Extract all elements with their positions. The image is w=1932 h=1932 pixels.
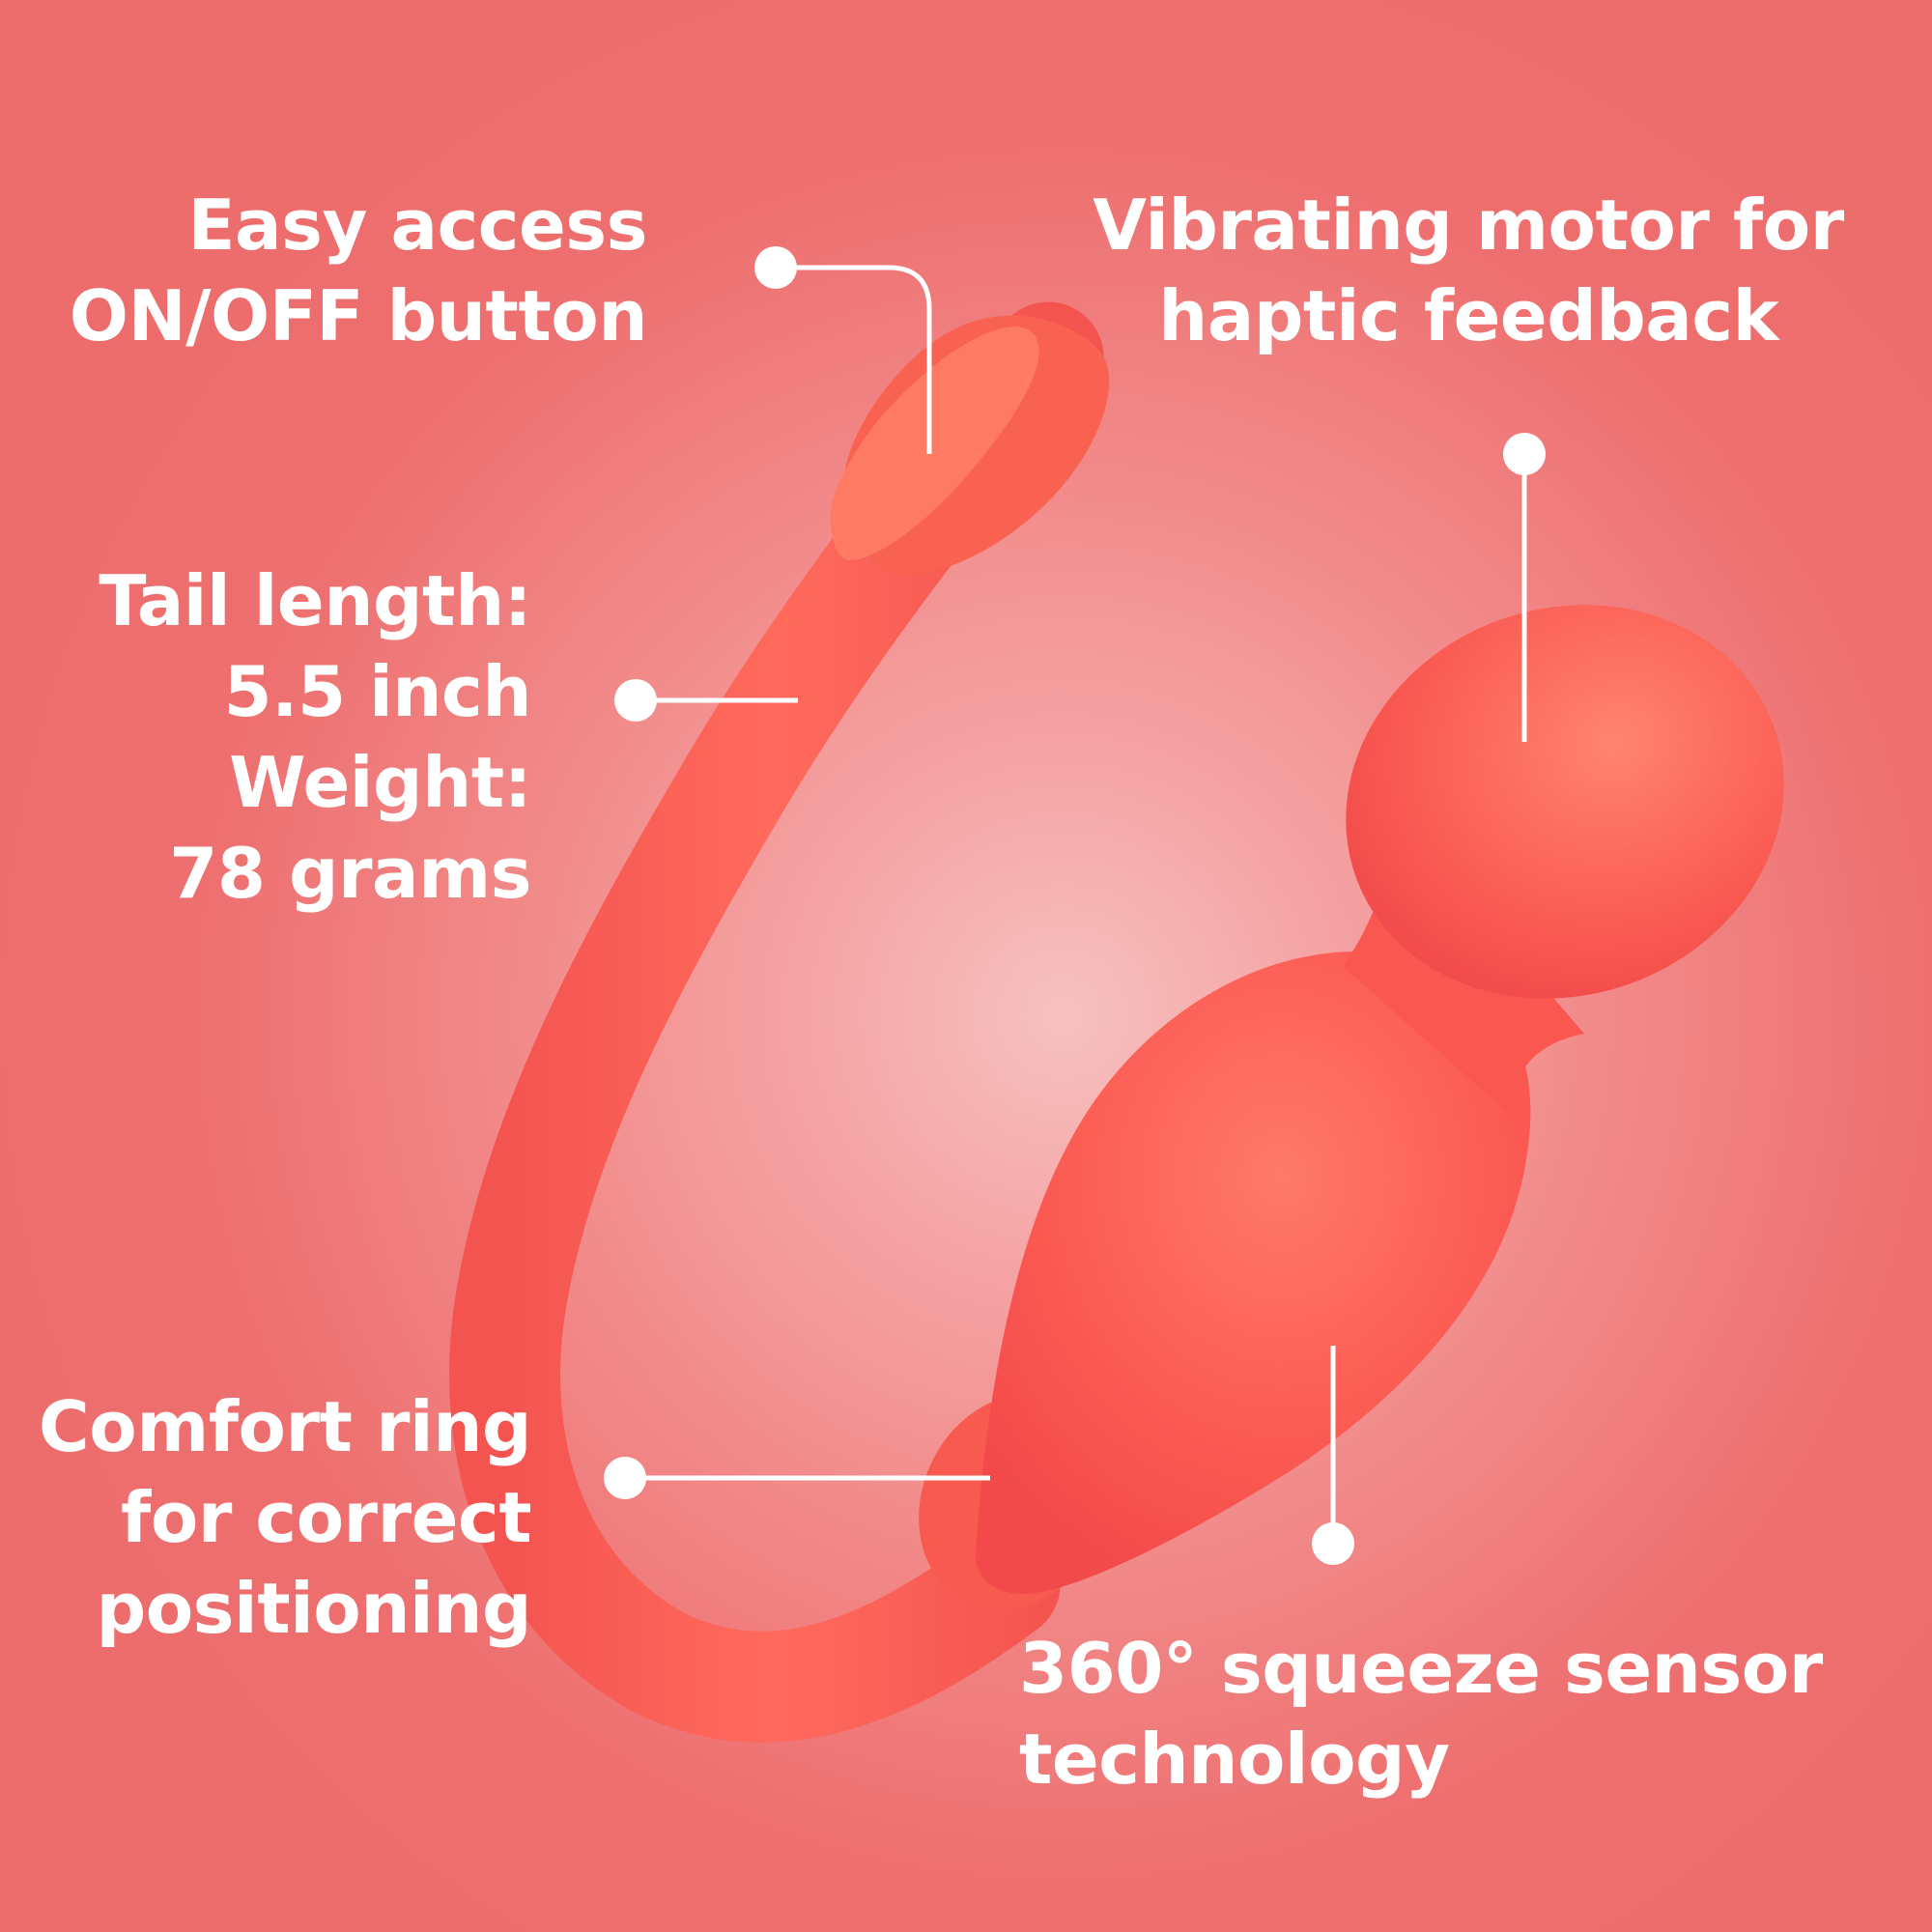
callout-button-line-1: Easy access — [187, 185, 647, 266]
callout-sensor-line-2: technology — [1019, 1719, 1450, 1800]
callout-tail-pointer — [614, 679, 798, 722]
callout-button-label: Easy access ON/OFF button — [69, 180, 648, 361]
callout-ring-line-2: for correct — [121, 1477, 531, 1558]
callout-sensor-line-1: 360° squeeze sensor — [1019, 1628, 1823, 1709]
callout-ring-line-3: positioning — [96, 1568, 532, 1649]
callout-button-line-2: ON/OFF button — [69, 275, 648, 356]
power-button — [830, 327, 1039, 560]
product-body — [976, 952, 1531, 1594]
product-tail — [449, 301, 1104, 1743]
callout-button-pointer — [754, 246, 932, 454]
callout-ring-line-1: Comfort ring — [38, 1386, 532, 1467]
callout-tail-label: Tail length: 5.5 inch Weight: 78 grams — [99, 555, 531, 919]
product-head — [1346, 605, 1784, 999]
callout-sensor-pointer — [1312, 1346, 1354, 1565]
callout-tail-line-1: Tail length: — [99, 560, 531, 641]
callout-ring-label: Comfort ring for correct positioning — [38, 1381, 532, 1654]
callout-ring-pointer — [604, 1457, 990, 1499]
callout-motor-pointer — [1503, 433, 1546, 742]
callout-tail-line-2: 5.5 inch — [223, 651, 532, 732]
callout-motor-label: Vibrating motor for haptic feedback — [1092, 180, 1845, 361]
callout-tail-line-4: 78 grams — [169, 833, 531, 914]
callout-tail-line-3: Weight: — [229, 742, 531, 823]
callout-motor-line-2: haptic feedback — [1158, 275, 1778, 356]
callout-motor-line-1: Vibrating motor for — [1093, 185, 1844, 266]
callout-sensor-label: 360° squeeze sensor technology — [1019, 1623, 1823, 1804]
